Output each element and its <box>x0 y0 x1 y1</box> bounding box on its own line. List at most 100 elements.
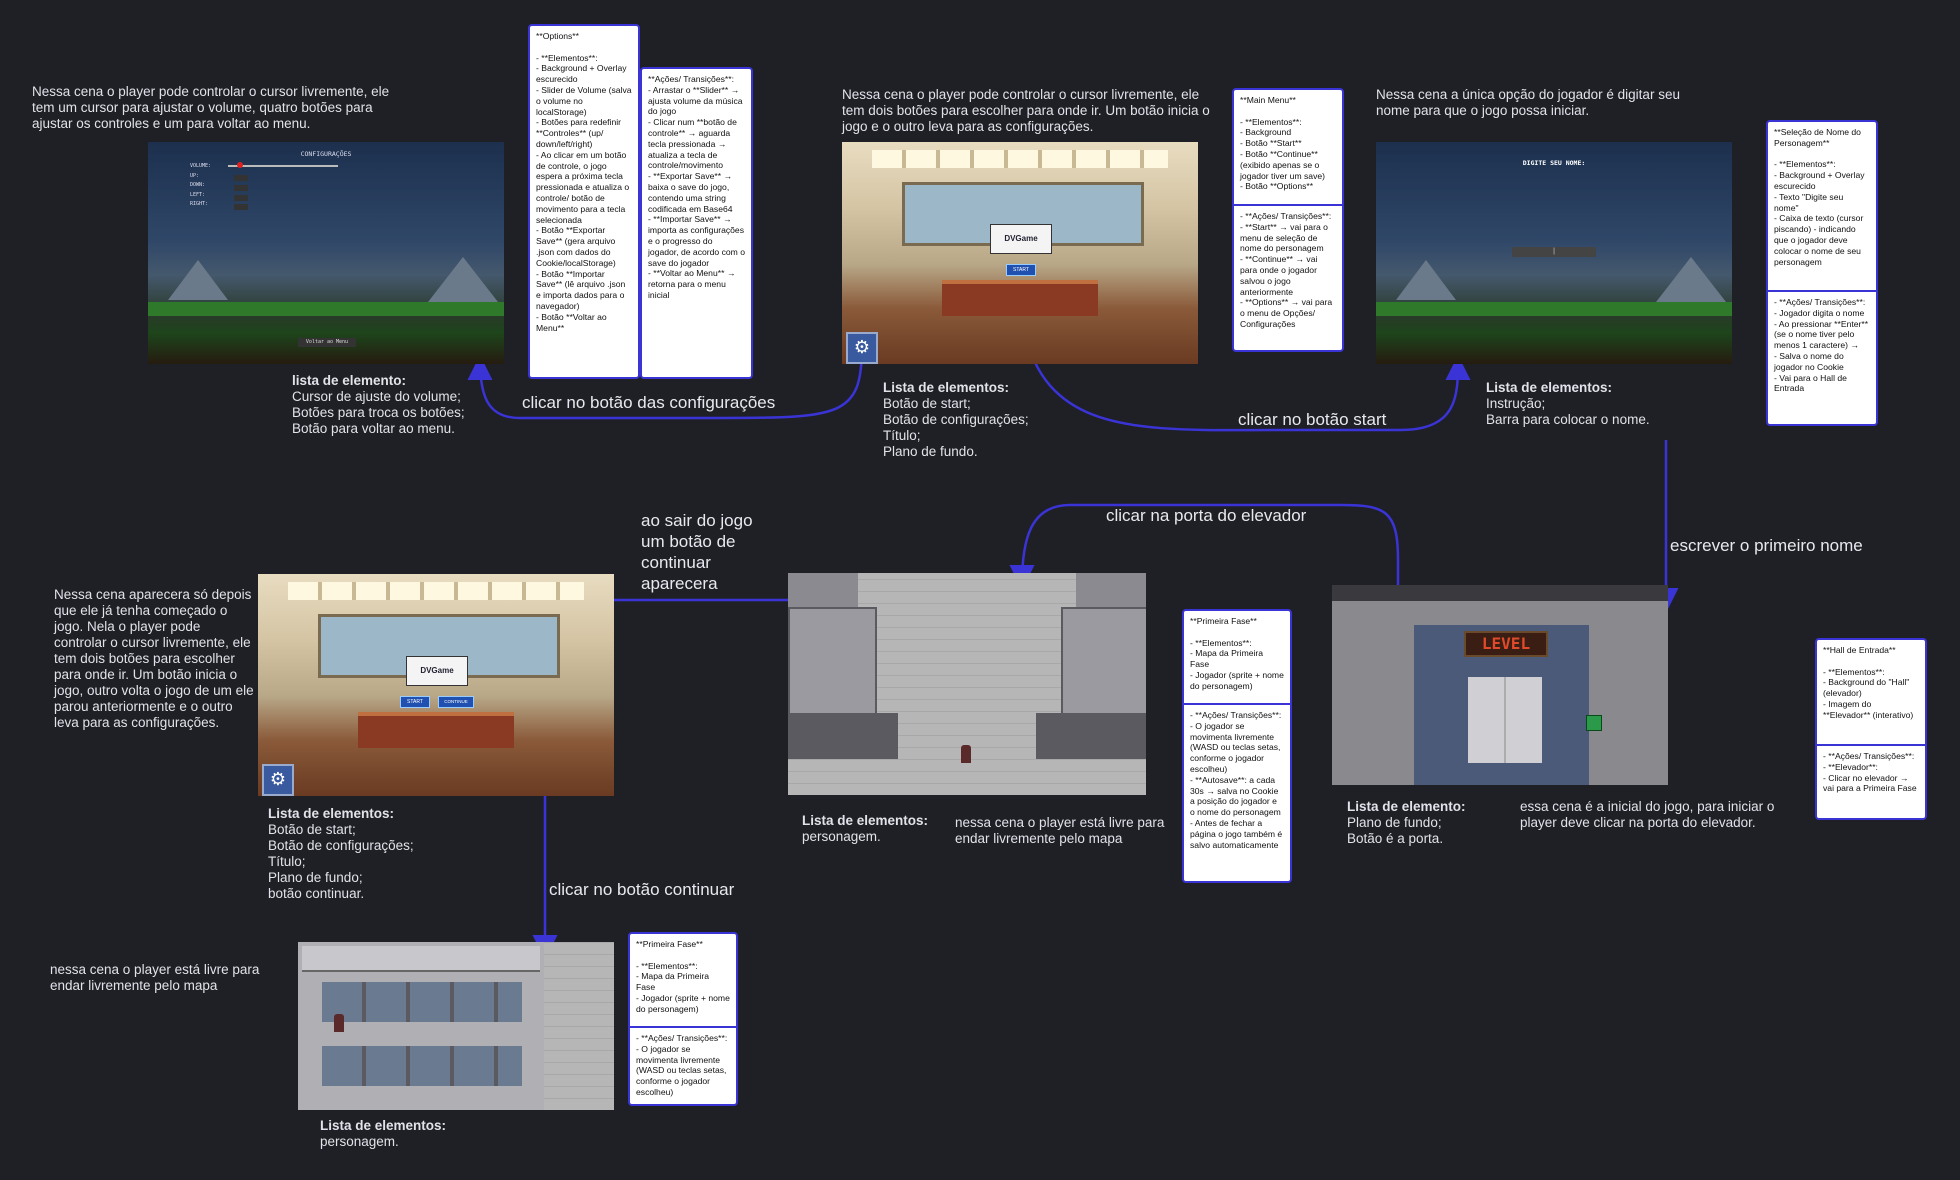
main-menu-list-heading: Lista de elementos: <box>883 380 1010 395</box>
options-actions-note: **Ações/ Transições**: - Arrastar o **Sl… <box>640 67 753 379</box>
start-button[interactable]: START <box>1006 264 1036 276</box>
elevator-door[interactable] <box>1468 677 1542 763</box>
name-select-list-item: Instrução; <box>1486 396 1546 411</box>
ceiling-lights <box>288 582 584 600</box>
arrow-to-name <box>1018 279 1471 432</box>
cubicle-row-1 <box>322 982 522 1022</box>
main-menu-list-item: Botão de start; <box>883 396 971 411</box>
name-prompt: DIGITE SEU NOME: <box>1522 159 1586 167</box>
back-to-menu-button[interactable]: Voltar ao Menu <box>298 338 356 347</box>
config-list-item: Botão para voltar ao menu. <box>292 421 455 436</box>
elevator-button-icon[interactable] <box>1586 715 1602 731</box>
wall-right <box>1036 713 1146 759</box>
first-phase-side-text: nessa cena o player está livre para enda… <box>955 815 1165 846</box>
hall-side-text: essa cena é a inicial do jogo, para inic… <box>1520 799 1775 830</box>
volume-slider-handle[interactable] <box>237 162 243 168</box>
office-cubicles-top-left <box>788 573 858 613</box>
hall-list-heading: Lista de elemento: <box>1347 799 1466 814</box>
dark-overlay <box>148 142 504 364</box>
right-label: RIGHT: <box>190 201 209 207</box>
reception-desk <box>358 712 514 748</box>
continue-menu-list-item: Botão de configurações; <box>268 838 414 853</box>
name-select-description: Nessa cena a única opção do jogador é di… <box>1376 87 1680 118</box>
arrow-to-config <box>467 344 864 420</box>
first-phase-2-actions-note: - **Ações/ Transições**: - O jogador se … <box>630 1026 736 1103</box>
reception-desk <box>942 280 1098 316</box>
continue-menu-list-item: botão continuar. <box>268 886 365 901</box>
hall-elements-note: **Hall de Entrada** - **Elementos**: - B… <box>1823 645 1914 720</box>
continue-menu-element-list: Lista de elementos: Botão de start; Botã… <box>268 806 414 902</box>
first-phase-2-element-list: Lista de elementos: personagem. <box>320 1118 446 1150</box>
transition-label-to-name: clicar no botão start <box>1238 410 1387 429</box>
continue-menu-list-heading: Lista de elementos: <box>268 806 395 821</box>
first-phase-2-screenshot <box>262 942 614 1110</box>
settings-gear-icon[interactable]: ⚙ <box>846 332 878 364</box>
right-key-button[interactable] <box>234 204 248 210</box>
main-menu-screenshot: DVGame START ⚙ <box>842 142 1198 364</box>
cubicle-row-2 <box>322 1046 522 1086</box>
up-label: UP: <box>190 172 200 179</box>
name-select-element-list: Lista de elementos: Instrução; Barra par… <box>1486 380 1650 428</box>
left-key-button[interactable] <box>234 195 248 201</box>
name-select-elements-note: **Seleção de Nome do Personagem** - **El… <box>1774 127 1865 267</box>
transition-label-to-continue: ao sair do jogo um botão de continuar ap… <box>641 511 753 593</box>
continue-button[interactable]: CONTINUE <box>438 696 474 708</box>
continue-menu-list-item: Título; <box>268 854 306 869</box>
transition-label-to-phase: clicar na porta do elevador <box>1106 506 1307 525</box>
volume-slider[interactable] <box>228 165 338 167</box>
config-list-item: Cursor de ajuste do volume; <box>292 389 461 404</box>
hall-list-item: Botão é a porta. <box>1347 831 1444 846</box>
name-input[interactable]: | <box>1512 247 1596 257</box>
name-select-list-item: Barra para colocar o nome. <box>1486 412 1650 427</box>
transition-label-to-phase-2: clicar no botão continuar <box>549 880 735 899</box>
continue-menu-list-item: Botão de start; <box>268 822 356 837</box>
config-element-list: lista de elemento: Cursor de ajuste do v… <box>292 373 465 437</box>
hall-screenshot: LEVEL <box>1332 585 1668 785</box>
volume-label: VOLUME: <box>190 163 212 169</box>
main-menu-description: Nessa cena o player pode controlar o cur… <box>842 87 1210 134</box>
first-phase-list-item: personagem. <box>802 829 881 844</box>
continue-menu-description: Nessa cena aparecera só depois que ele j… <box>54 587 254 730</box>
continue-menu-list-item: Plano de fundo; <box>268 870 363 885</box>
main-menu-elements-note: **Main Menu** - **Elementos**: - Backgro… <box>1240 95 1326 192</box>
name-select-list-heading: Lista de elementos: <box>1486 380 1613 395</box>
first-phase-2-list-item: personagem. <box>320 1134 399 1149</box>
main-menu-list-item: Título; <box>883 428 921 443</box>
office-wall <box>302 946 540 972</box>
first-phase-elements-note: **Primeira Fase** - **Elementos**: - Map… <box>1190 616 1284 691</box>
config-list-item: Botões para troca os botões; <box>292 405 465 420</box>
first-phase-screenshot <box>788 573 1146 795</box>
hall-note: **Hall de Entrada** - **Elementos**: - B… <box>1815 638 1927 820</box>
config-rows: VOLUME: UP: DOWN: LEFT: RIGHT: <box>190 162 211 210</box>
config-screenshot: CONFIGURAÇÕES VOLUME: UP: DOWN: LEFT: RI… <box>148 142 504 364</box>
config-list-heading: lista de elemento: <box>292 373 407 388</box>
grass-strip <box>1376 302 1732 316</box>
office-room-right <box>1061 607 1146 721</box>
level-sign: LEVEL <box>1464 631 1548 657</box>
first-phase-2-list-heading: Lista de elementos: <box>320 1118 447 1133</box>
up-key-button[interactable] <box>234 175 248 181</box>
player-sprite <box>334 1014 344 1032</box>
hall-actions-note: - **Ações/ Transições**: - **Elevador**:… <box>1817 744 1925 799</box>
first-phase-actions-note: - **Ações/ Transições**: - O jogador se … <box>1184 703 1290 855</box>
corridor <box>544 942 614 1110</box>
game-logo: DVGame <box>990 224 1052 254</box>
first-phase-element-list: Lista de elementos: personagem. <box>802 813 928 845</box>
settings-gear-icon[interactable]: ⚙ <box>262 764 294 796</box>
first-phase-2-note: **Primeira Fase** - **Elementos**: - Map… <box>628 932 738 1106</box>
first-phase-2-elements-note: **Primeira Fase** - **Elementos**: - Map… <box>636 939 730 1014</box>
hall-ceiling <box>1332 585 1668 601</box>
down-key-button[interactable] <box>234 185 248 191</box>
first-phase-list-heading: Lista de elementos: <box>802 813 929 828</box>
wall-left <box>788 713 898 759</box>
hall-list-item: Plano de fundo; <box>1347 815 1442 830</box>
options-elements-note: **Options** - **Elementos**: - Backgroun… <box>528 24 640 379</box>
transition-label-to-hall: escrever o primeiro nome <box>1670 536 1863 555</box>
first-phase-2-side-text: nessa cena o player está livre para enda… <box>50 962 260 993</box>
left-label: LEFT: <box>190 191 206 198</box>
main-menu-list-item: Plano de fundo. <box>883 444 978 459</box>
office-room-left <box>788 607 877 721</box>
start-button[interactable]: START <box>400 696 430 708</box>
main-menu-element-list: Lista de elementos: Botão de start; Botã… <box>883 380 1029 460</box>
transition-label-to-config: clicar no botão das configurações <box>522 393 776 412</box>
